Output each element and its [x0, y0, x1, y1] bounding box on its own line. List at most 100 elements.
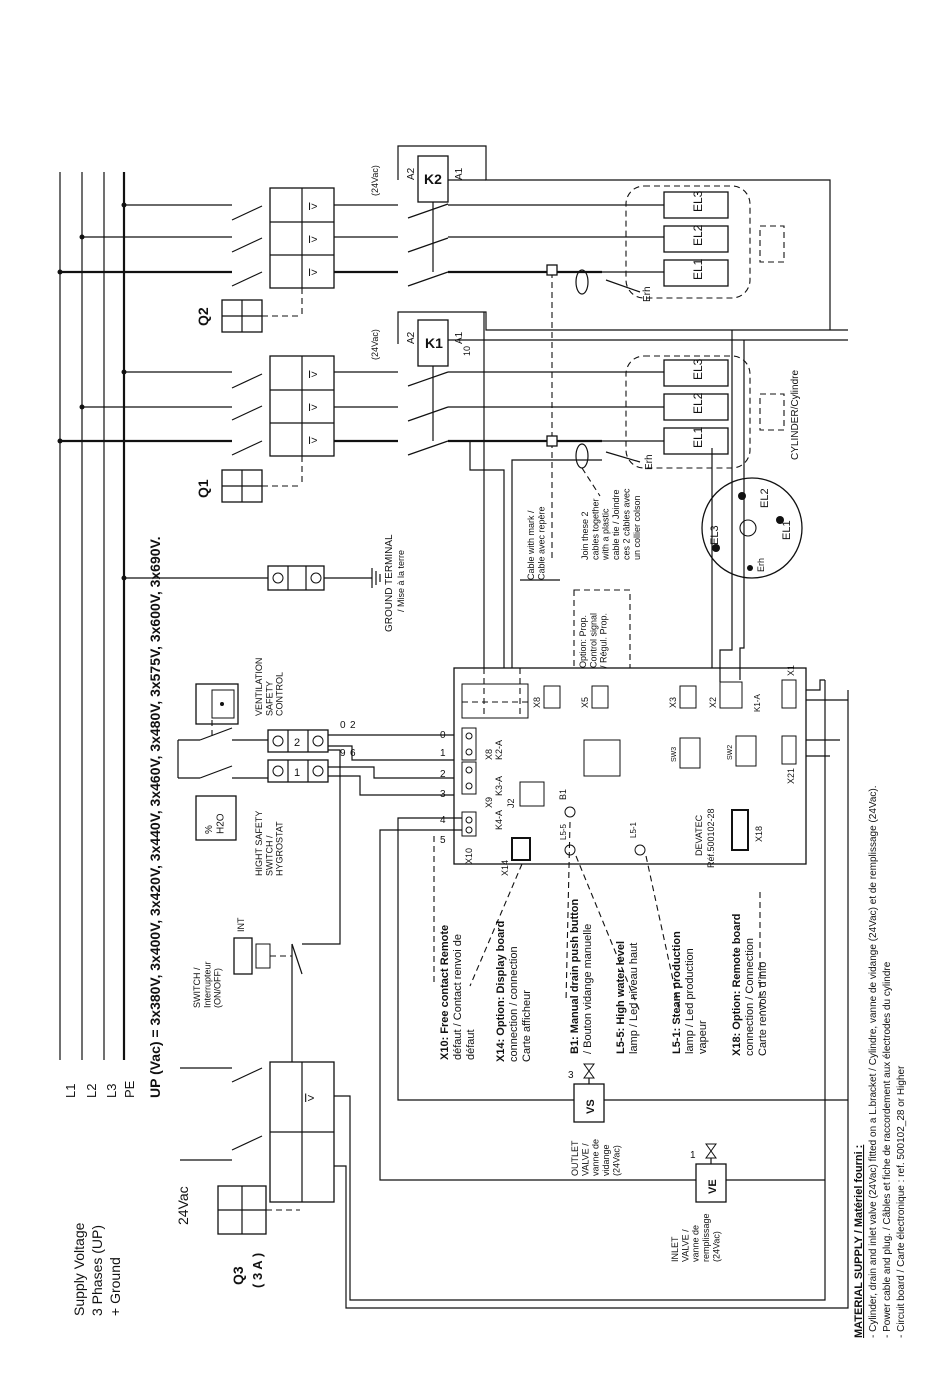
supply-ground-label: + Ground: [107, 1257, 123, 1316]
svg-text:I>: I>: [308, 234, 317, 246]
svg-text:HIGHT SAFETYSWITCH /HYGROSTAT: HIGHT SAFETYSWITCH /HYGROSTAT: [254, 811, 285, 876]
board-note-line: connection / Connection: [744, 938, 756, 1056]
board-note-line: X10: Free contact Remote: [439, 925, 451, 1060]
svg-text:Erh: Erh: [756, 558, 766, 572]
ground-terminal-label: GROUND TERMINAL: [384, 534, 395, 632]
board-note-line: L5-5: High water level: [615, 941, 627, 1054]
label-line: HIGHT SAFETY: [254, 811, 264, 876]
cable-mark-note: Cable with mark /Cable avec repère: [526, 264, 558, 580]
breaker-q1: I> I> I>: [221, 355, 335, 503]
label-line: vidange: [601, 1144, 611, 1176]
svg-text:K2-A: K2-A: [494, 740, 504, 760]
svg-text:X14: X14: [500, 860, 510, 876]
svg-text:X10: X10: [464, 848, 474, 864]
outlet-valve: VS 3 OUTLETVALVE /vanne devidange(24Vac): [397, 817, 848, 1176]
svg-text:3: 3: [568, 1070, 574, 1081]
svg-text:(24Vac): (24Vac): [370, 329, 380, 360]
svg-text:0: 0: [340, 720, 346, 731]
q1-label: Q1: [195, 479, 211, 498]
label-line: / Régul. Prop.: [599, 613, 609, 668]
label-line: with a plastic: [601, 508, 611, 561]
label-line: HYGROSTAT: [275, 821, 285, 876]
svg-text:2: 2: [294, 737, 300, 749]
svg-text:L5-1: L5-1: [629, 821, 638, 838]
control-board: 0 1 2 3 4 5 X8 X9 X10 K2-A K3-A K4-A X8 …: [440, 665, 807, 876]
svg-text:A1: A1: [454, 331, 465, 344]
label-line: un collier colson: [632, 495, 642, 560]
label-line: remplissage: [701, 1213, 711, 1262]
svg-text:0: 0: [440, 730, 446, 741]
board-note-line: X14: Option: Display board: [495, 921, 507, 1062]
label-line: CONTROL: [275, 672, 285, 716]
svg-text:4: 4: [440, 815, 446, 826]
q3-label: Q3: [230, 1266, 246, 1285]
svg-text:1: 1: [690, 1150, 696, 1161]
svg-text:DEVATEC: DEVATEC: [694, 814, 704, 856]
label-line: Interrupteur: [202, 961, 212, 1008]
svg-text:X21: X21: [786, 768, 796, 784]
label-line: Join these 2: [580, 511, 590, 560]
svg-text:3: 3: [440, 789, 446, 800]
svg-text:J2: J2: [506, 798, 516, 808]
svg-text:EL2: EL2: [759, 488, 771, 508]
svg-text:A1: A1: [454, 167, 465, 180]
svg-text:I>: I>: [308, 402, 317, 414]
supply-voltage-label: Supply Voltage: [71, 1222, 87, 1316]
svg-text:2: 2: [350, 720, 356, 731]
svg-text:X1: X1: [786, 665, 796, 676]
svg-text:X3: X3: [668, 697, 678, 708]
svg-text:EL3: EL3: [691, 358, 705, 380]
svg-text:K4-A: K4-A: [494, 810, 504, 830]
svg-text:VENTILATIONSAFETYCONTROL: VENTILATIONSAFETYCONTROL: [254, 658, 285, 716]
svg-text:EL2: EL2: [691, 224, 705, 246]
cylinder-bottom: EL3 EL2 EL1 Erh CYLINDER/Cylindre: [602, 355, 801, 470]
cylinder-label: CYLINDER/Cylindre: [790, 370, 801, 460]
svg-text:Join these 2cables togetherwit: Join these 2cables togetherwith a plasti…: [580, 488, 642, 561]
ventilation-safety: VENTILATIONSAFETYCONTROL: [177, 658, 285, 778]
board-note-line: vapeur: [697, 1020, 709, 1054]
power-switch: INT SWITCH /Interrupteur(ON/OFF): [192, 749, 341, 1062]
q3-rating: ( 3 A ): [250, 1253, 265, 1288]
svg-text:9: 9: [340, 748, 346, 759]
board-note-line: L5-1: Steam production: [671, 931, 683, 1054]
svg-text:1: 1: [440, 748, 446, 759]
label-line: VALVE /: [680, 1229, 690, 1262]
board-note-line: défaut / Contact renvoi de: [452, 934, 464, 1060]
svg-text:MATERIAL SUPPLY / Matériel fou: MATERIAL SUPPLY / Matériel fourni :: [853, 1145, 865, 1338]
svg-text:Option: Prop.Control signal/ R: Option: Prop.Control signal/ Régul. Prop…: [578, 613, 609, 668]
svg-text:EL2: EL2: [691, 392, 705, 414]
ground-terminal: [267, 565, 381, 591]
board-note-line: / Bouton vidange manuelle: [582, 924, 594, 1054]
label-line: ces 2 câbles avec: [621, 488, 631, 560]
svg-text:L5-5: L5-5: [559, 823, 568, 840]
hygrostat: %H2O HIGHT SAFETYSWITCH /HYGROSTAT: [178, 765, 285, 876]
svg-text:X8: X8: [484, 749, 494, 760]
label-line: H2O: [216, 813, 227, 834]
label-line: INLET: [670, 1236, 680, 1262]
v24-label: 24Vac: [175, 1186, 191, 1225]
label-line: vanne de: [591, 1139, 601, 1176]
material-supply: MATERIAL SUPPLY / Matériel fourni : - Cy…: [853, 785, 907, 1338]
svg-text:K2: K2: [424, 171, 442, 187]
board-note-line: Carte renvois d'info: [757, 962, 769, 1056]
svg-text:I>: I>: [308, 267, 317, 279]
label-line: OUTLET: [570, 1140, 580, 1176]
label-line: cable tie / Joindre: [611, 489, 621, 560]
svg-text:B1: B1: [558, 789, 568, 800]
board-note-line: lamp / Led production: [684, 948, 696, 1054]
board-note: X10: Free contact Remotedéfaut / Contact…: [439, 925, 477, 1060]
svg-text:X18: X18: [754, 826, 764, 842]
svg-text:EL1: EL1: [781, 520, 793, 540]
label-line: SWITCH /: [192, 967, 202, 1008]
svg-text:- Circuit board / Carte électr: - Circuit board / Carte électronique : r…: [896, 1065, 907, 1338]
svg-text:I>: I>: [304, 1091, 314, 1105]
svg-text:EL3: EL3: [691, 190, 705, 212]
supply-voltage-range: UP (Vac) = 3x380V, 3x400V, 3x420V, 3x440…: [147, 537, 163, 1098]
label-line: VENTILATION: [254, 658, 264, 716]
svg-text:10: 10: [462, 346, 472, 356]
label-line: Cable with mark /: [526, 510, 536, 580]
board-note: X18: Option: Remote boardconnection / Co…: [731, 914, 769, 1056]
svg-text:EL1: EL1: [691, 258, 705, 280]
svg-text:X9: X9: [484, 797, 494, 808]
